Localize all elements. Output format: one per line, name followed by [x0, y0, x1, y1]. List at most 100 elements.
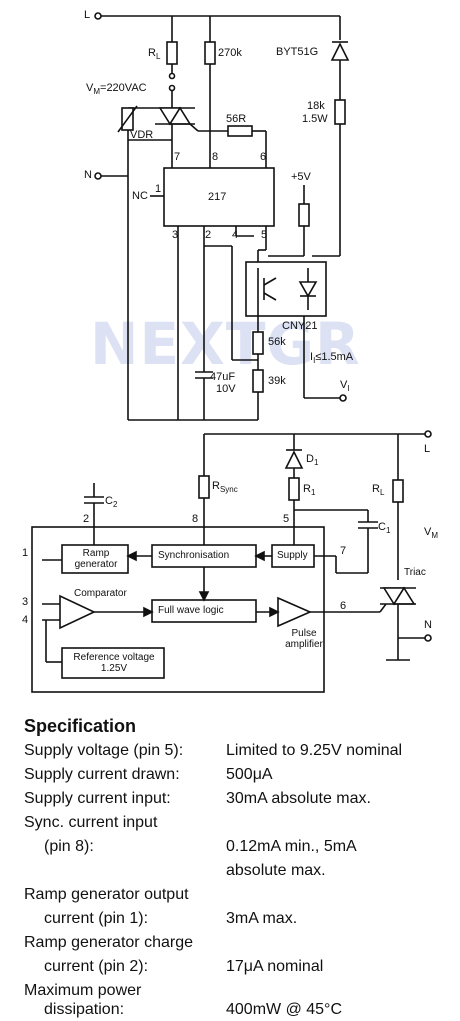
vm2-label: VM [424, 527, 438, 540]
triac-label: Triac [404, 567, 426, 578]
reference-voltage-block [61, 647, 165, 679]
vm2-label-main: V [424, 526, 432, 538]
r56k-label: 56k [268, 336, 286, 348]
byt51g-diode [330, 42, 350, 61]
rl2-resistor [392, 479, 404, 503]
il-label: II≤1.5mA [310, 352, 353, 365]
r270k-label: 270k [218, 47, 242, 59]
comparator [59, 594, 96, 630]
spec-value: 30mA absolute max. [226, 790, 371, 807]
il-label-sub: I [313, 356, 316, 366]
vm2-label-sub: M [431, 531, 439, 541]
node-l2-label: L [424, 443, 431, 455]
d1-label-main: D [306, 453, 314, 465]
rsync-resistor [198, 475, 210, 499]
vm-label-main: V [86, 82, 94, 94]
plus5v-label: +5V [291, 171, 311, 183]
bottom-pin7: 7 [340, 545, 347, 557]
spec-label-cont: (pin 8): [44, 838, 94, 855]
top-pin6: 6 [260, 151, 267, 163]
bottom-pin3: 3 [22, 596, 29, 608]
l-terminal [94, 12, 102, 20]
vm-label: VM=220VAC [86, 83, 147, 96]
ic-217-label: 217 [208, 191, 227, 203]
c2-label: C2 [105, 496, 117, 509]
l2-terminal [424, 430, 432, 438]
r1-label-main: R [303, 483, 311, 495]
r56r-resistor [227, 125, 253, 137]
spec-label: Ramp generator output [24, 886, 189, 903]
top-pin3: 3 [172, 229, 179, 241]
ramp-generator-block [61, 544, 129, 574]
bottom-pin4: 4 [22, 614, 29, 626]
supply-label: Supply [277, 550, 308, 561]
spec-label: Supply voltage (pin 5): [24, 742, 184, 759]
r56k-resistor [252, 331, 264, 355]
r56r-label: 56R [226, 113, 247, 125]
r1-resistor [288, 477, 300, 501]
vi-label: VI [340, 380, 350, 393]
byt51g-label: BYT51G [276, 46, 319, 58]
cap-voltage-label: 10V [216, 383, 236, 395]
circuit-diagram [31, 12, 432, 693]
pulse-amplifier-label: Pulse amplifier [285, 628, 323, 650]
comparator-label: Comparator [74, 588, 127, 599]
rsync-label-main: R [212, 480, 220, 492]
full-wave-logic-label: Full wave logic [158, 605, 224, 616]
d1-label: D1 [306, 454, 318, 467]
rsync-label: RSync [212, 481, 238, 494]
rsync-label-sub: Sync [219, 485, 238, 495]
rl-label-sub: L [155, 52, 161, 62]
rl2-label-main: R [372, 483, 380, 495]
c1-label-sub: 1 [385, 526, 391, 536]
vdr-label: VDR [130, 129, 154, 141]
r18k-label: 18k [307, 100, 325, 112]
spec-value: 500μA [226, 766, 273, 783]
top-pin2: 2 [205, 229, 212, 241]
spec-label-cont: dissipation: [44, 1001, 125, 1018]
n2-terminal [424, 634, 432, 642]
node-n-label: N [84, 169, 92, 181]
r39k-resistor [252, 369, 264, 393]
r39k-label: 39k [268, 375, 286, 387]
bottom-pin5: 5 [283, 513, 290, 525]
spec-label: Maximum power [24, 982, 142, 999]
node-n2-label: N [424, 619, 432, 631]
rl-label: RL [148, 48, 160, 61]
top-pin4: 4 [232, 229, 239, 241]
reference-voltage-label: Reference voltage 1.25V [73, 652, 155, 674]
spec-value: Limited to 9.25V nominal [226, 742, 403, 759]
rl2-label-sub: L [379, 488, 385, 498]
d1-diode [284, 450, 304, 469]
ic-217 [163, 167, 275, 227]
specification-title: Specification [24, 716, 137, 736]
top-pin1: 1 [155, 183, 162, 195]
bottom-pin8: 8 [192, 513, 199, 525]
r270k-resistor [204, 41, 216, 65]
spec-value: 0.12mA min., 5mA [226, 838, 357, 855]
cny21-label: CNY21 [282, 320, 318, 332]
c1-label-main: C [378, 521, 386, 533]
d1-label-sub: 1 [313, 458, 319, 468]
spec-value: 3mA max. [226, 910, 298, 927]
top-pin5: 5 [261, 229, 268, 241]
vi-terminal [339, 394, 347, 402]
bottom-pin6: 6 [340, 600, 347, 612]
rl-resistor [166, 41, 178, 65]
spec-value-cont: absolute max. [226, 862, 326, 879]
watermark: NEXTGR [90, 310, 361, 378]
bottom-pin2: 2 [83, 513, 90, 525]
vm-label-sub: M [93, 87, 101, 97]
spec-value: 400mW @ 45°C [226, 1001, 343, 1018]
spec-value: 17μA nominal [226, 958, 324, 975]
nc-label: NC [132, 190, 148, 202]
vi-label-main: V [340, 379, 348, 391]
il-label-main: I [310, 351, 314, 363]
n-terminal [94, 172, 102, 180]
c1-label: C1 [378, 522, 390, 535]
il-value: ≤1.5mA [315, 351, 354, 363]
r18k-resistor [334, 99, 346, 125]
r18k-watt-label: 1.5W [302, 113, 328, 125]
spec-label: Supply current drawn: [24, 766, 180, 783]
rl2-label: RL [372, 484, 384, 497]
